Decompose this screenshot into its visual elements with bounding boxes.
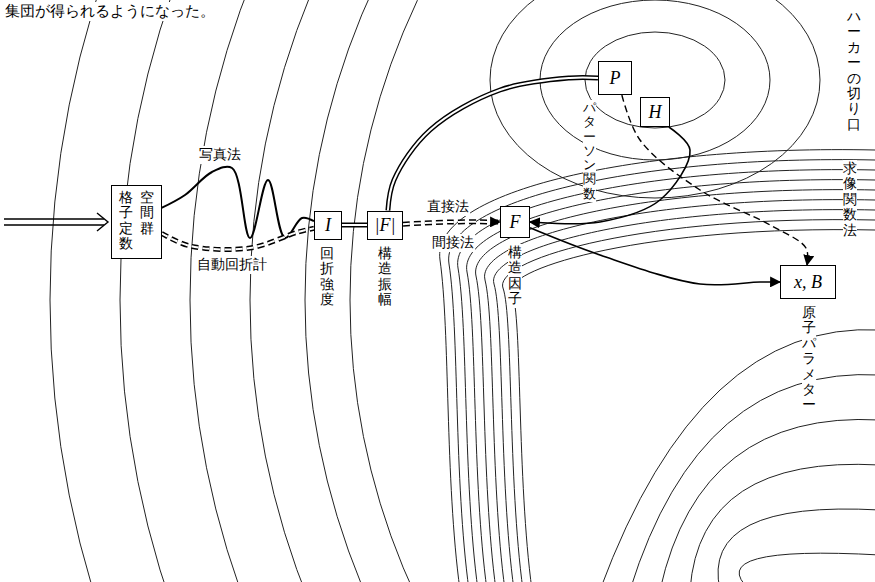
contour-line (739, 553, 875, 582)
contour-line (660, 419, 875, 582)
contour-line (690, 464, 875, 582)
contour-line (449, 160, 875, 582)
connector (622, 95, 808, 265)
connector (530, 127, 690, 224)
input-double-line (4, 219, 104, 225)
contour-arc (305, 0, 875, 582)
contour-line (600, 330, 875, 582)
contour-arc (190, 0, 875, 582)
contour-ring (585, 32, 725, 128)
contour-line (503, 220, 875, 582)
quantity-box: H (640, 97, 670, 127)
quantity-name: 構造振幅 (378, 245, 392, 309)
contour-arc (50, 0, 875, 582)
contour-line (718, 509, 875, 582)
edge-label: 直接法 (426, 198, 470, 216)
contour-line (458, 170, 875, 582)
node-text: F (510, 212, 521, 233)
parameter-box: 格子定数空間群 (111, 185, 162, 259)
quantity-name: 構造因子 (508, 244, 522, 308)
connector-stroke (530, 127, 690, 224)
connector (403, 222, 500, 224)
quantity-name: 回折強度 (320, 245, 334, 309)
connector-stroke (403, 222, 500, 224)
quantity-name: 原子パラメター (802, 304, 816, 414)
contour-arc (250, 0, 875, 582)
contour-line (494, 210, 875, 582)
edge-label: 写真法 (198, 146, 242, 164)
connector (342, 225, 367, 226)
connector-stroke (342, 224, 367, 226)
connector-stroke (162, 167, 315, 238)
node-text: 格子定数 (119, 190, 133, 252)
connector-stroke (622, 95, 808, 265)
quantity-box: P (598, 61, 632, 95)
connector (388, 78, 598, 211)
node-text: P (610, 68, 621, 89)
edge-label: 自動回折計 (196, 256, 268, 274)
contour-line (485, 200, 875, 582)
node-text: H (649, 102, 662, 123)
connector (162, 228, 315, 249)
connector (530, 228, 780, 285)
input-arrow-head (97, 213, 108, 231)
contour-ring (490, 0, 820, 198)
connector-stroke (388, 78, 598, 211)
contour-line (440, 150, 875, 582)
edge-label: パターソン関数 (583, 100, 596, 202)
annotation-label: ハーカーの切り口 (847, 8, 861, 133)
quantity-box: |F| (367, 211, 403, 240)
method-name: 間接法 (431, 234, 475, 252)
node-text: 空間群 (140, 190, 154, 236)
input-arrow (4, 213, 108, 231)
contour-arc (120, 0, 875, 582)
contour-arc (350, 0, 875, 582)
connector-stroke (162, 228, 315, 249)
text-fragment: 集団が得られるようになった。 (4, 2, 216, 21)
connector-stroke (342, 223, 367, 228)
node-text: x, B (794, 272, 822, 293)
contour-line (467, 180, 875, 582)
connector-stroke (530, 228, 780, 285)
quantity-box: F (500, 206, 530, 238)
node-text: |F| (375, 215, 396, 236)
connector-stroke (403, 222, 500, 224)
connector-stroke (162, 228, 315, 249)
contour-line (630, 375, 875, 582)
connector-stroke (388, 78, 598, 211)
quantity-box: I (314, 211, 342, 240)
connector (162, 167, 315, 238)
contour-line (476, 190, 875, 582)
edge-label: 求像関数法 (843, 160, 857, 239)
quantity-box: x, B (780, 265, 836, 299)
node-text: I (325, 215, 331, 236)
